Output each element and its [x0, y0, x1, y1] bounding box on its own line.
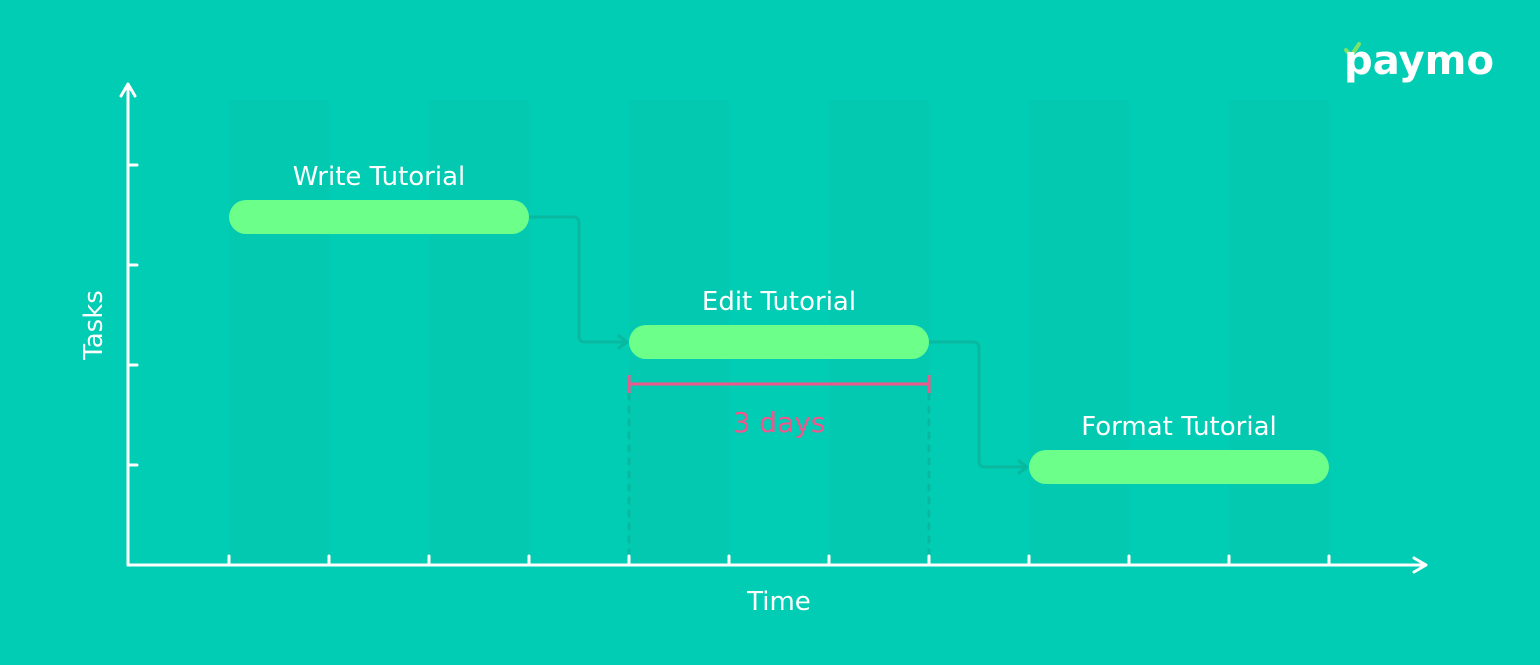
dependency-connectors: [527, 215, 1029, 475]
column-shade: [1029, 100, 1129, 565]
task-label: Edit Tutorial: [702, 287, 856, 317]
duration-guides: [627, 392, 931, 555]
task-bar: [629, 325, 929, 359]
connector-arrowhead: [617, 334, 629, 350]
dependency-connector: [527, 215, 629, 344]
connector-arrowhead: [1017, 459, 1029, 475]
paymo-logo: paymo: [1344, 38, 1494, 84]
logo-wordmark: paymo: [1344, 38, 1494, 84]
duration-label: 3 days: [733, 406, 826, 439]
y-axis-arrow: [119, 82, 137, 98]
duration-marker: 3 days: [627, 375, 931, 439]
column-shade: [429, 100, 529, 565]
dependency-connector: [927, 340, 1029, 469]
check-icon: [1344, 42, 1361, 58]
column-shade: [229, 100, 329, 565]
task-label: Write Tutorial: [293, 162, 466, 192]
task-label: Format Tutorial: [1081, 412, 1276, 442]
y-axis-label: Tasks: [79, 290, 109, 361]
y-axis-ticks: [126, 163, 139, 467]
task-bar: [1029, 450, 1329, 484]
x-axis-label: Time: [746, 587, 811, 617]
x-axis-ticks: [227, 554, 1331, 567]
column-shade: [1229, 100, 1329, 565]
task-bar: [229, 200, 529, 234]
x-axis-arrow: [1412, 556, 1428, 574]
column-shades: [229, 100, 1329, 565]
